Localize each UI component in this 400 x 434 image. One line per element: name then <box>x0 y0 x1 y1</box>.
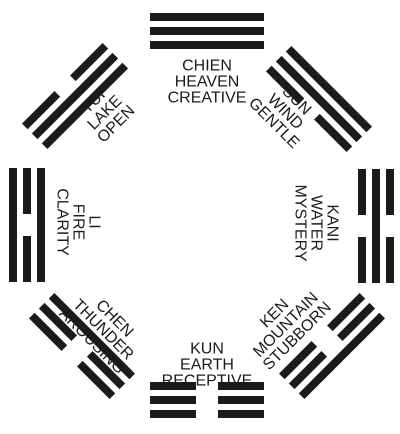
trigram-sun-line-2-solid <box>275 55 363 143</box>
trigram-li-line-2-broken-1 <box>23 236 31 282</box>
trigram-sun-line-3-broken-2 <box>314 113 353 153</box>
trigram-chien-element: HEAVEN <box>175 74 240 91</box>
trigram-ken-line-2-broken-1 <box>336 302 376 342</box>
trigram-chen-line-1-broken-1 <box>77 360 116 400</box>
trigram-kun-name: KUN <box>190 341 224 358</box>
trigram-kun-line-1-broken-1 <box>218 410 264 418</box>
trigram-chien-line-2-solid <box>150 27 264 35</box>
trigram-kan-name: KANI <box>324 204 341 241</box>
trigram-li-line-1-solid <box>9 168 17 282</box>
trigram-chen-line-1-broken-2 <box>28 312 68 351</box>
trigram-kan-line-3-broken-1 <box>358 169 366 215</box>
trigram-kan-quality: MYSTERY <box>292 184 309 261</box>
trigram-kun <box>150 382 264 418</box>
trigram-chen-line-2-broken-2 <box>38 302 78 342</box>
trigram-chen <box>28 292 136 400</box>
trigram-sun <box>265 45 373 153</box>
trigram-kan-line-1-broken-2 <box>386 237 394 283</box>
trigram-chien-name: CHIEN <box>182 58 232 75</box>
trigram-kan-line-1-broken-1 <box>386 169 394 215</box>
trigram-sun-line-1-solid <box>285 45 373 133</box>
trigram-ken-line-3-broken-2 <box>278 341 318 380</box>
trigram-kun-element: EARTH <box>180 357 234 374</box>
trigram-sun-line-3-broken-1 <box>265 65 305 104</box>
trigram-tui-line-1-broken-1 <box>21 91 61 130</box>
trigram-chien-line-3-solid <box>150 41 264 49</box>
trigram-ken <box>278 292 386 400</box>
trigram-li <box>9 168 45 282</box>
trigram-kan <box>358 169 394 283</box>
trigram-tui-line-1-broken-2 <box>70 42 109 82</box>
trigram-li-line-3-solid <box>37 168 45 282</box>
trigram-kun-line-2-broken-1 <box>218 396 264 404</box>
trigram-kun-line-3-broken-1 <box>218 382 264 390</box>
trigram-kun-line-1-broken-2 <box>150 410 196 418</box>
trigram-chien <box>150 13 264 49</box>
trigram-kan-line-2-solid <box>372 169 380 283</box>
trigram-chien-quality: CREATIVE <box>168 90 247 107</box>
trigram-tui <box>21 42 129 150</box>
trigram-chen-line-3-solid <box>48 292 136 380</box>
trigram-kun-quality: RECEPTIVE <box>162 373 253 390</box>
trigram-kun-line-2-broken-2 <box>150 396 196 404</box>
trigram-kan-line-3-broken-2 <box>358 237 366 283</box>
trigram-ken-line-3-broken-1 <box>327 292 366 332</box>
trigram-chien-line-1-solid <box>150 13 264 21</box>
trigram-li-quality: CLARITY <box>54 188 71 256</box>
trigram-ken-line-1-solid <box>298 312 386 400</box>
trigram-li-line-2-broken-2 <box>23 168 31 214</box>
trigram-ken-line-2-broken-2 <box>288 350 328 390</box>
trigram-tui-line-2-solid <box>31 52 119 140</box>
trigram-chen-line-2-broken-1 <box>86 350 126 390</box>
trigram-li-name: LI <box>86 215 103 228</box>
trigram-tui-line-3-solid <box>41 62 129 150</box>
trigram-li-element: FIRE <box>70 204 87 240</box>
trigram-kun-line-3-broken-2 <box>150 382 196 390</box>
trigram-kan-element: WATER <box>308 195 325 251</box>
